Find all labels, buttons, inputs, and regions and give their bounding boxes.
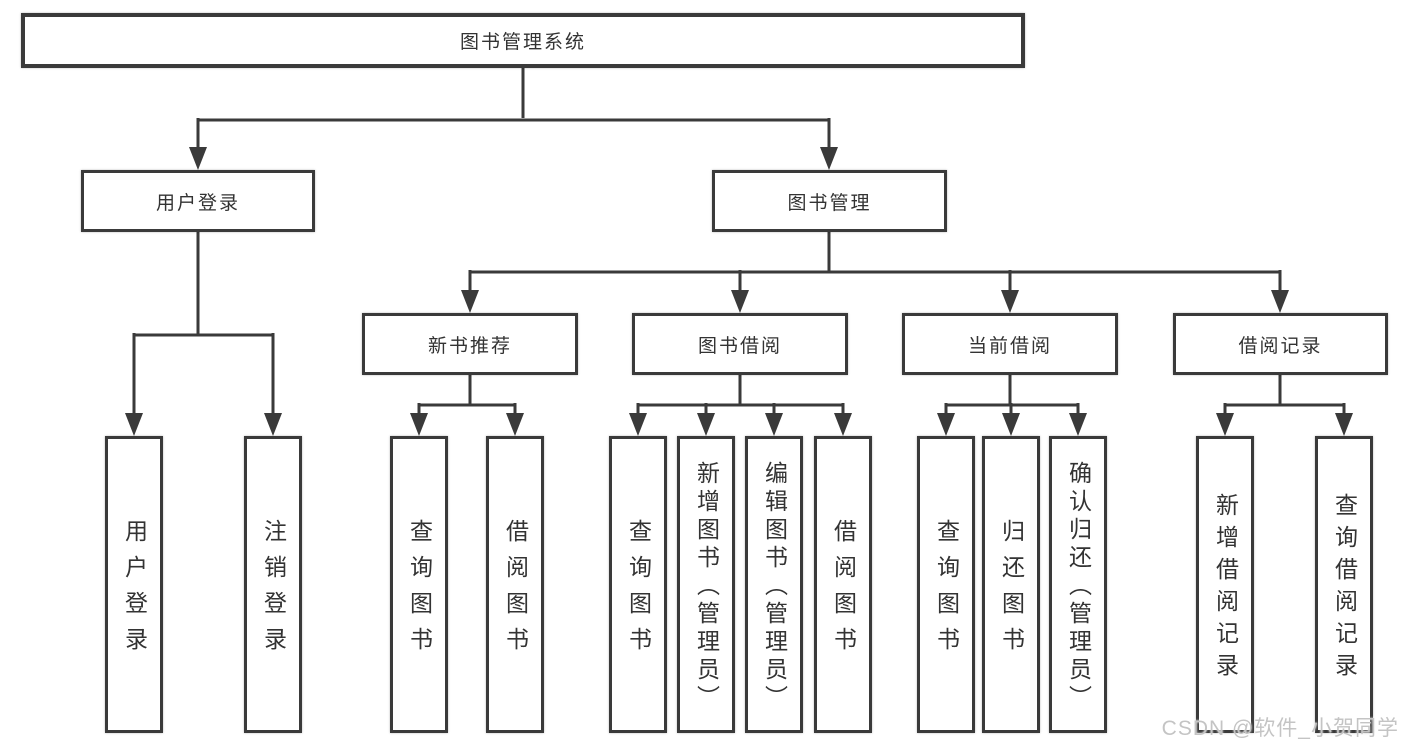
leaf-label: 确认归还（管理员） — [1065, 461, 1092, 713]
node-user-login: 用户登录 — [81, 170, 315, 232]
node-label: 图书借阅 — [697, 335, 782, 357]
leaf-add-borrow-record: 新增借阅记录 — [1196, 436, 1254, 733]
leaf-label: 查询图书 — [933, 519, 960, 663]
node-label: 图书管理系统 — [459, 32, 586, 53]
leaf-edit-book-admin: 编辑图书（管理员） — [745, 436, 803, 733]
leaf-label: 用户登录 — [121, 519, 148, 663]
leaf-logout-login: 注销登录 — [244, 436, 302, 733]
node-book-management: 图书管理 — [712, 170, 947, 232]
node-label: 当前借阅 — [967, 335, 1052, 357]
leaf-query-borrow-record: 查询借阅记录 — [1315, 436, 1373, 733]
leaf-label: 新增图书（管理员） — [693, 461, 720, 713]
leaf-user-login: 用户登录 — [105, 436, 163, 733]
node-label: 新书推荐 — [427, 335, 512, 357]
leaf-add-book-admin: 新增图书（管理员） — [677, 436, 735, 733]
leaf-borrow-books-borrowing: 借阅图书 — [814, 436, 872, 733]
leaf-query-books-borrowing: 查询图书 — [609, 436, 667, 733]
node-new-book-recommendation: 新书推荐 — [362, 313, 578, 375]
leaf-label: 注销登录 — [260, 519, 287, 663]
leaf-label: 编辑图书（管理员） — [761, 461, 788, 713]
leaf-query-books-newrec: 查询图书 — [390, 436, 448, 733]
node-label: 借阅记录 — [1238, 335, 1323, 357]
node-borrowing-records: 借阅记录 — [1173, 313, 1388, 375]
leaf-label: 借阅图书 — [502, 519, 529, 663]
leaf-borrow-books-newrec: 借阅图书 — [486, 436, 544, 733]
leaf-return-book: 归还图书 — [982, 436, 1040, 733]
leaf-query-books-current: 查询图书 — [917, 436, 975, 733]
leaf-label: 查询借阅记录 — [1331, 493, 1358, 685]
node-label: 用户登录 — [155, 192, 240, 214]
leaf-label: 归还图书 — [998, 519, 1025, 663]
watermark-csdn: CSDN @软件_小贺同学 — [1161, 717, 1399, 740]
node-label: 图书管理 — [787, 192, 872, 214]
leaf-label: 查询图书 — [406, 519, 433, 663]
node-current-borrowing: 当前借阅 — [902, 313, 1118, 375]
leaf-label: 新增借阅记录 — [1212, 493, 1239, 685]
leaf-label: 查询图书 — [625, 519, 652, 663]
leaf-label: 借阅图书 — [830, 519, 857, 663]
node-book-borrowing: 图书借阅 — [632, 313, 848, 375]
node-library-system-root: 图书管理系统 — [21, 13, 1025, 68]
leaf-confirm-return-admin: 确认归还（管理员） — [1049, 436, 1107, 733]
